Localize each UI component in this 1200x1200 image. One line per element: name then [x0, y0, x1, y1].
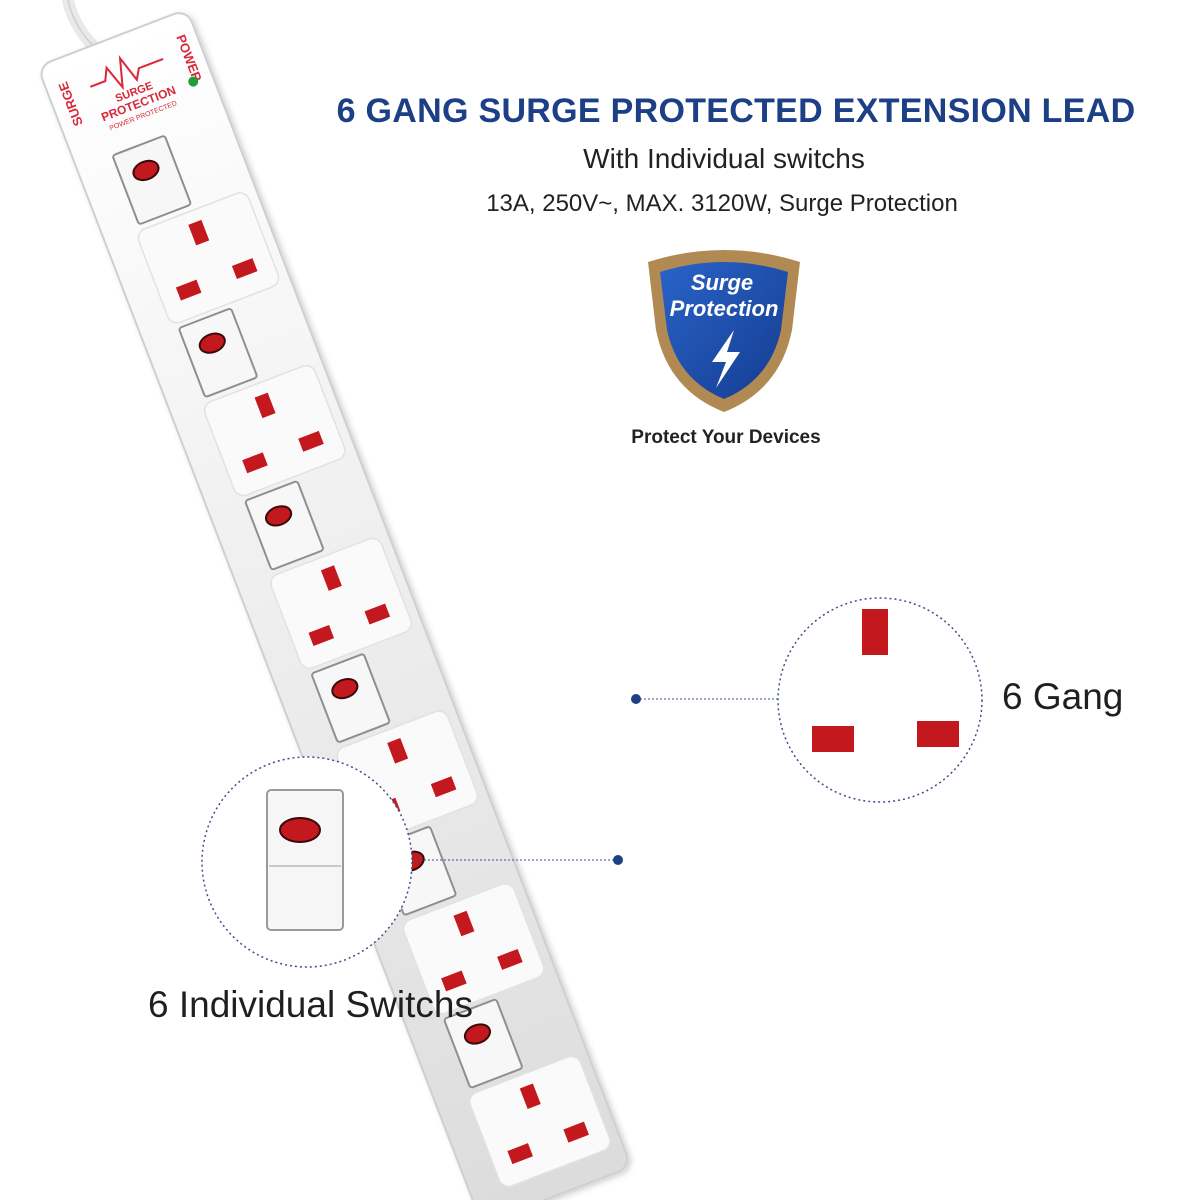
live-pin-slot — [441, 970, 467, 992]
live-pin-slot — [175, 279, 202, 301]
lightning-bolt-icon — [712, 330, 740, 388]
live-pin-slot — [507, 1143, 533, 1165]
spec-line: 13A, 250V~, MAX. 3120W, Surge Protection — [486, 190, 958, 217]
socket-zoom-callout — [631, 597, 983, 803]
surge-protection-badge: Surge Protection — [648, 250, 800, 412]
live-pin-slot — [242, 452, 268, 474]
earth-pin-slot — [519, 1083, 541, 1109]
outlet-unit — [112, 135, 280, 324]
rocker-switch — [178, 308, 258, 398]
socket-face — [402, 883, 545, 1015]
outlet-unit — [178, 308, 346, 497]
neutral-pin-slot — [563, 1121, 589, 1143]
neutral-pin-slot — [364, 603, 391, 625]
switch-label: 6 Individual Switchs — [148, 984, 473, 1025]
earth-pin-slot — [453, 910, 475, 937]
socket-face — [270, 537, 412, 669]
switch-indicator-icon — [265, 505, 293, 527]
callout-dot — [631, 694, 641, 704]
neutral-pin-slot — [231, 258, 258, 280]
socket-face — [203, 364, 346, 497]
neutral-pin-slot — [430, 776, 457, 798]
power-led-icon — [188, 76, 199, 87]
gang-label: 6 Gang — [1002, 676, 1124, 717]
live-pin-slot — [308, 625, 335, 646]
outlet-unit — [244, 480, 412, 669]
badge-line2: Protection — [670, 296, 779, 321]
earth-pin-slot — [862, 609, 888, 655]
callout-dot — [613, 855, 623, 865]
rocker-switch — [311, 653, 391, 743]
switch-indicator-icon — [198, 332, 226, 354]
badge-line1: Surge — [691, 270, 753, 295]
badge-caption: Protect Your Devices — [631, 427, 821, 448]
socket-face — [469, 1055, 611, 1188]
switch-indicator-icon — [279, 817, 321, 843]
headline: 6 GANG SURGE PROTECTED EXTENSION LEAD — [336, 92, 1136, 130]
switch-zoom-callout — [201, 756, 623, 968]
subtitle: With Individual switchs — [583, 143, 865, 174]
rocker-switch — [244, 480, 324, 571]
rocker-switch — [112, 135, 192, 225]
surge-wave-icon — [89, 55, 164, 91]
socket-face — [137, 192, 280, 324]
neutral-pin-slot — [917, 721, 959, 747]
neutral-pin-slot — [298, 430, 324, 452]
live-pin-slot — [812, 726, 854, 752]
switch-indicator-icon — [463, 1023, 492, 1045]
earth-pin-slot — [188, 219, 210, 246]
rocker-switch — [443, 998, 523, 1089]
rocker-switch — [266, 789, 344, 931]
switch-indicator-icon — [331, 677, 359, 700]
neutral-pin-slot — [497, 948, 523, 970]
earth-pin-slot — [254, 392, 276, 419]
outlet-unit — [443, 998, 611, 1188]
earth-pin-slot — [387, 738, 409, 764]
earth-pin-slot — [320, 565, 342, 591]
extension-strip: SURGE POWER SURGE PROTECTION POWER PROTE… — [40, 12, 629, 1200]
switch-indicator-icon — [132, 159, 160, 182]
